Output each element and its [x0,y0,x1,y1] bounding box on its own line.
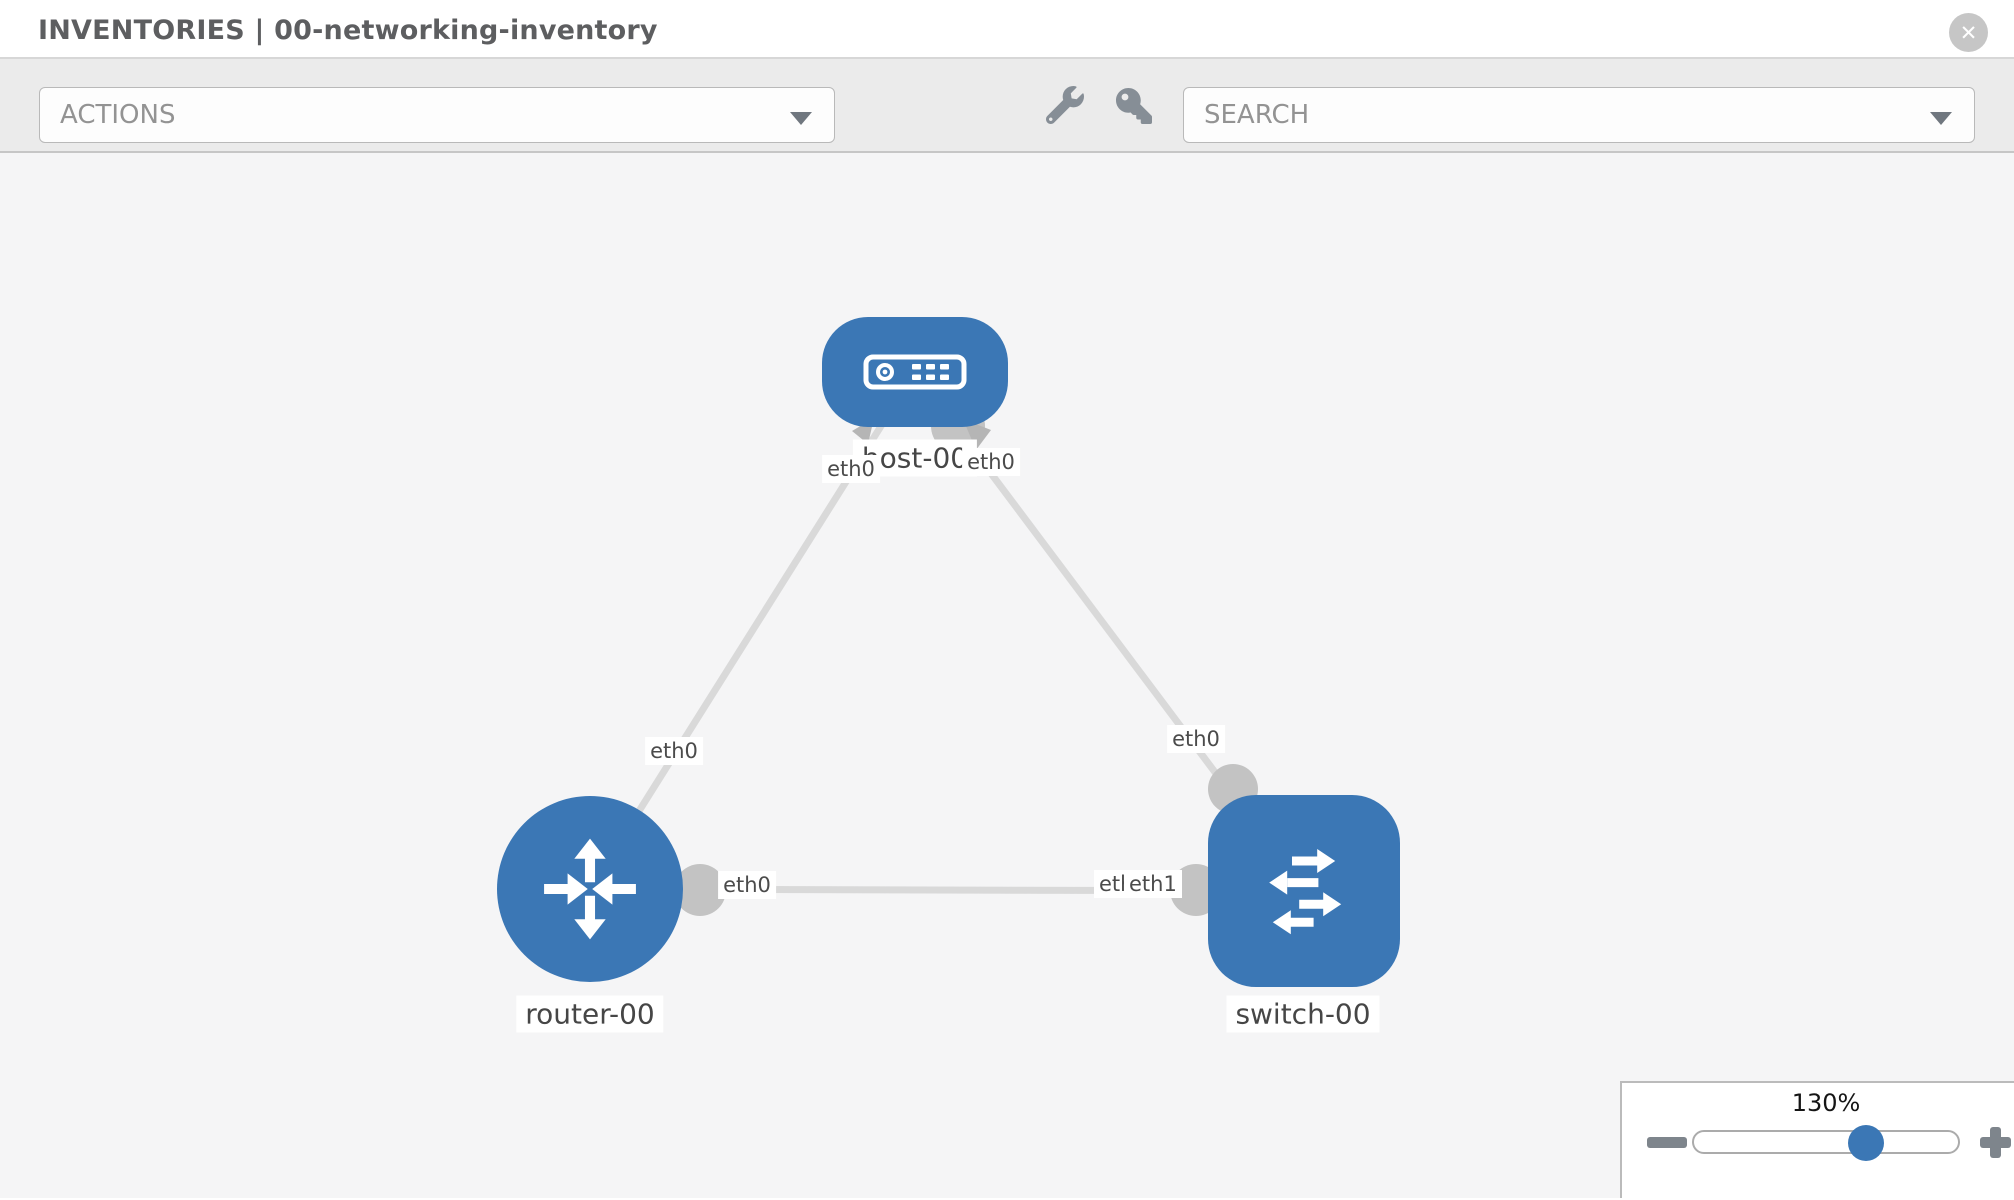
interface-label-router-eth0-right: eth0 [718,871,776,899]
link-endpoint [674,864,726,916]
interface-label-switch-eth0-up: eth0 [1167,725,1225,753]
router-arrows-icon [544,838,636,940]
interface-label-switch-eth1: eth1 [1124,870,1182,898]
minus-icon[interactable] [1647,1137,1687,1148]
topology-canvas[interactable]: host-00 router-00 switch-00 eth0 eth0 et… [0,153,2014,1198]
link-arrowhead [963,419,991,450]
node-switch-00[interactable] [1208,795,1400,987]
actions-dropdown[interactable]: ACTIONS [39,87,835,143]
interface-label-host-eth0-right: eth0 [962,448,1020,476]
zoom-slider-handle[interactable] [1848,1125,1884,1161]
key-icon[interactable] [1116,88,1152,124]
node-label-router: router-00 [516,995,664,1033]
breadcrumb-inventory-name: 00-networking-inventory [274,15,658,46]
zoom-slider-track[interactable] [1692,1130,1960,1154]
zoom-level-readout: 130% [1791,1089,1861,1117]
node-router-00[interactable] [497,796,683,982]
server-icon [863,354,967,390]
node-host-00[interactable] [822,317,1008,427]
interface-label-host-eth0-left: eth0 [822,455,880,483]
switch-arrows-icon [1269,849,1342,935]
node-label-switch: switch-00 [1226,995,1380,1033]
graph-links-layer [587,369,1307,916]
page-title: INVENTORIES | 00-networking-inventory [38,15,658,46]
close-icon[interactable]: ✕ [1949,13,1988,52]
zoom-panel: 130% [1620,1081,2014,1198]
toolbar: ACTIONS SEARCH [0,57,2014,153]
chevron-down-icon [790,112,812,125]
breadcrumb-separator: | [244,15,275,46]
actions-dropdown-label: ACTIONS [60,100,176,130]
search-dropdown-placeholder: SEARCH [1204,100,1310,130]
plus-icon[interactable] [1980,1127,2011,1158]
chevron-down-icon [1930,112,1952,125]
breadcrumb-section: INVENTORIES [38,15,245,46]
header-bar: INVENTORIES | 00-networking-inventory ✕ [0,0,2014,57]
wrench-icon[interactable] [1046,86,1084,124]
interface-label-router-eth0-up: eth0 [645,737,703,765]
search-dropdown[interactable]: SEARCH [1183,87,1975,143]
